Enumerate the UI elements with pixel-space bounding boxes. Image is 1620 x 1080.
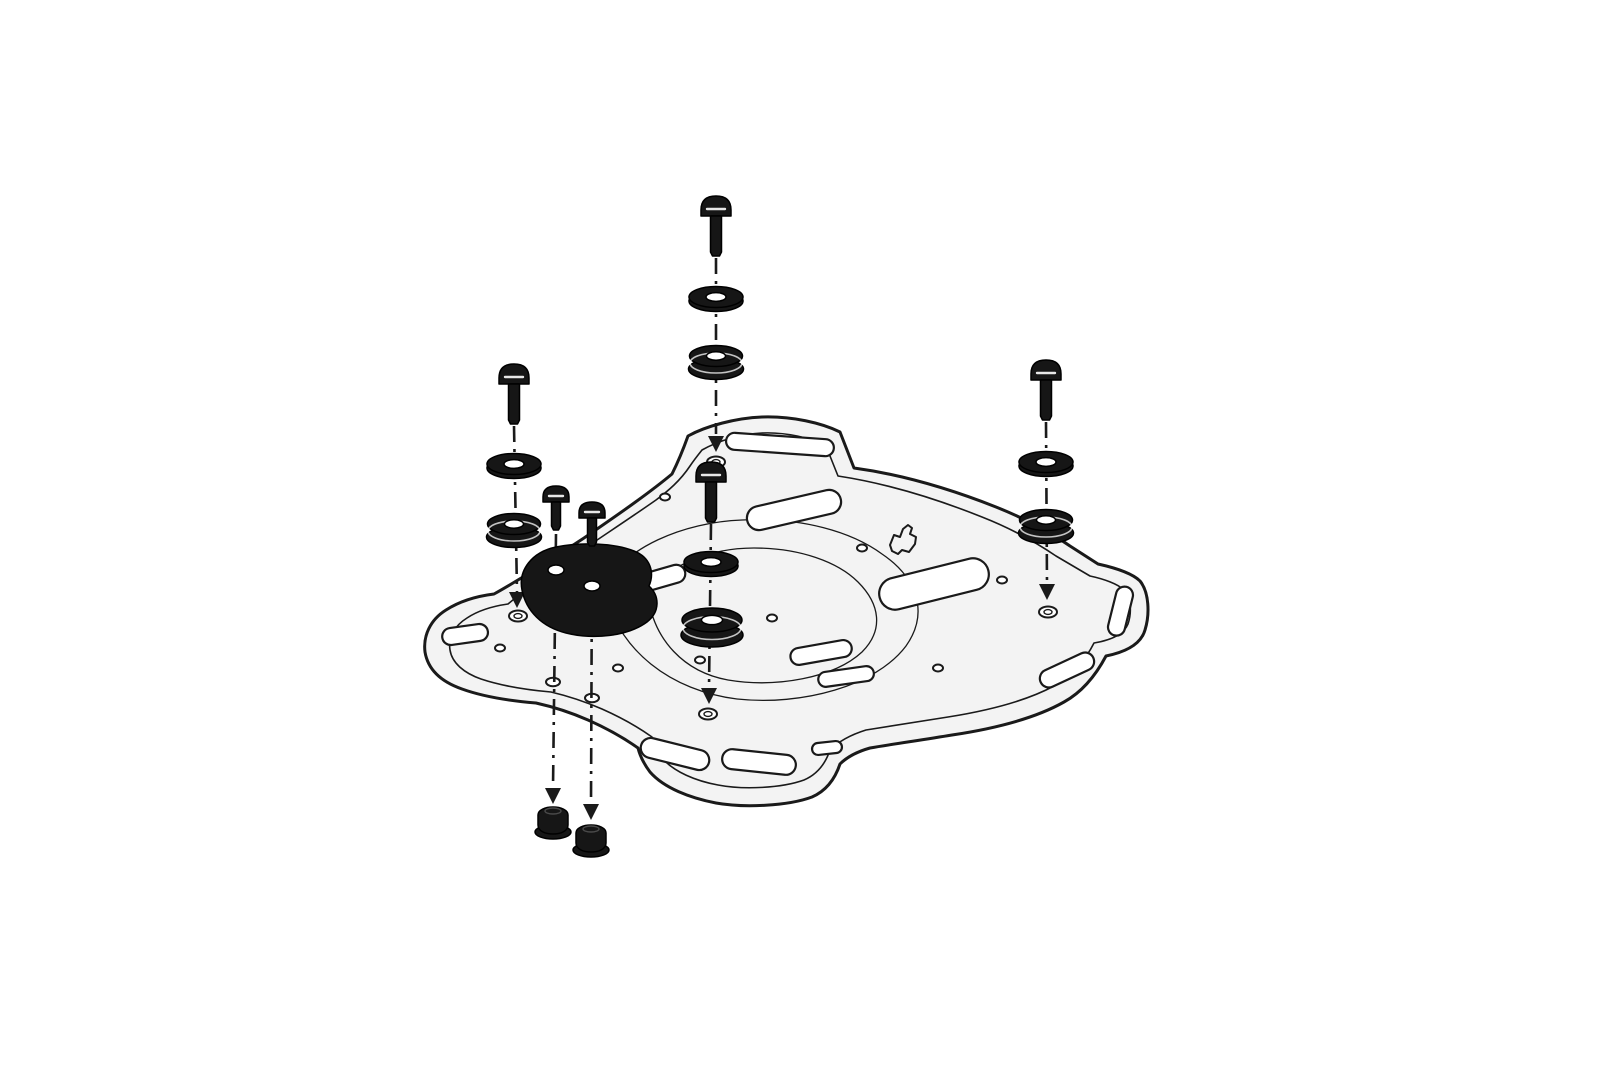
guide-line-left <box>512 425 519 593</box>
assembly-center <box>680 461 744 704</box>
cutout-right-tab-slot <box>1106 585 1135 637</box>
adapter-hole-front <box>547 564 565 576</box>
screw-adapter-rear <box>578 501 606 547</box>
assembly-left <box>485 363 543 608</box>
cutout-right-oval <box>878 557 990 611</box>
screw-right <box>1030 359 1062 421</box>
small-hole <box>996 575 1008 585</box>
adapter-pass-hole-front <box>545 676 561 688</box>
small-hole <box>694 655 706 665</box>
cutout-notch-oval <box>810 739 844 757</box>
washer-right <box>1018 450 1074 478</box>
arrow-top <box>708 436 724 452</box>
screw-center <box>695 461 727 523</box>
arrow-right <box>1039 584 1055 600</box>
adapter-hole-rear <box>583 580 601 592</box>
small-hole <box>766 613 778 623</box>
guide-line-center <box>707 523 713 689</box>
washer-top <box>688 285 744 313</box>
grommet-center <box>680 607 744 648</box>
grommet-left <box>485 512 543 549</box>
hex-nut-front <box>534 806 572 840</box>
small-hole <box>612 663 624 673</box>
screw-top <box>700 195 732 257</box>
mounting-hole-center <box>698 707 718 721</box>
hex-nut-rear <box>572 824 610 858</box>
cutout-top-slot <box>724 431 835 458</box>
arrow-adapter-front <box>545 788 561 804</box>
washer-center <box>683 550 739 578</box>
small-hole <box>932 663 944 673</box>
rack-plate-inner-contour <box>448 432 1132 789</box>
washer-left <box>486 452 542 480</box>
screw-left <box>498 363 530 425</box>
assembly-right <box>1017 359 1075 600</box>
grommet-top <box>687 344 745 381</box>
arrow-center <box>701 688 717 704</box>
small-hole <box>659 492 671 502</box>
small-hole <box>856 543 868 553</box>
small-hole <box>494 643 506 653</box>
adapter-plate <box>520 543 658 638</box>
cutout-mid-oval <box>789 638 853 666</box>
assembly-adapter <box>520 485 658 858</box>
mounting-hole-left <box>508 609 528 623</box>
cutout-mid-oval-2 <box>817 665 875 688</box>
arrow-left <box>509 592 525 608</box>
rack-plate-surface-contour <box>647 547 878 684</box>
guide-line-right <box>1044 421 1049 585</box>
mounting-hole-right <box>1038 605 1058 619</box>
cutout-bottom-slot-2 <box>721 748 797 776</box>
screw-adapter-front <box>542 485 570 531</box>
cutout-bottom-slot-1 <box>639 736 711 772</box>
arrow-adapter-rear <box>583 804 599 820</box>
cutout-left-tab-slot <box>441 622 490 647</box>
cutout-bottom-right-oval <box>1038 651 1096 689</box>
grommet-right <box>1017 508 1075 545</box>
assembly-top <box>687 195 745 452</box>
logo-mark <box>889 524 917 555</box>
cutout-upper-kidney <box>745 488 843 532</box>
rack-plate <box>423 415 1150 808</box>
